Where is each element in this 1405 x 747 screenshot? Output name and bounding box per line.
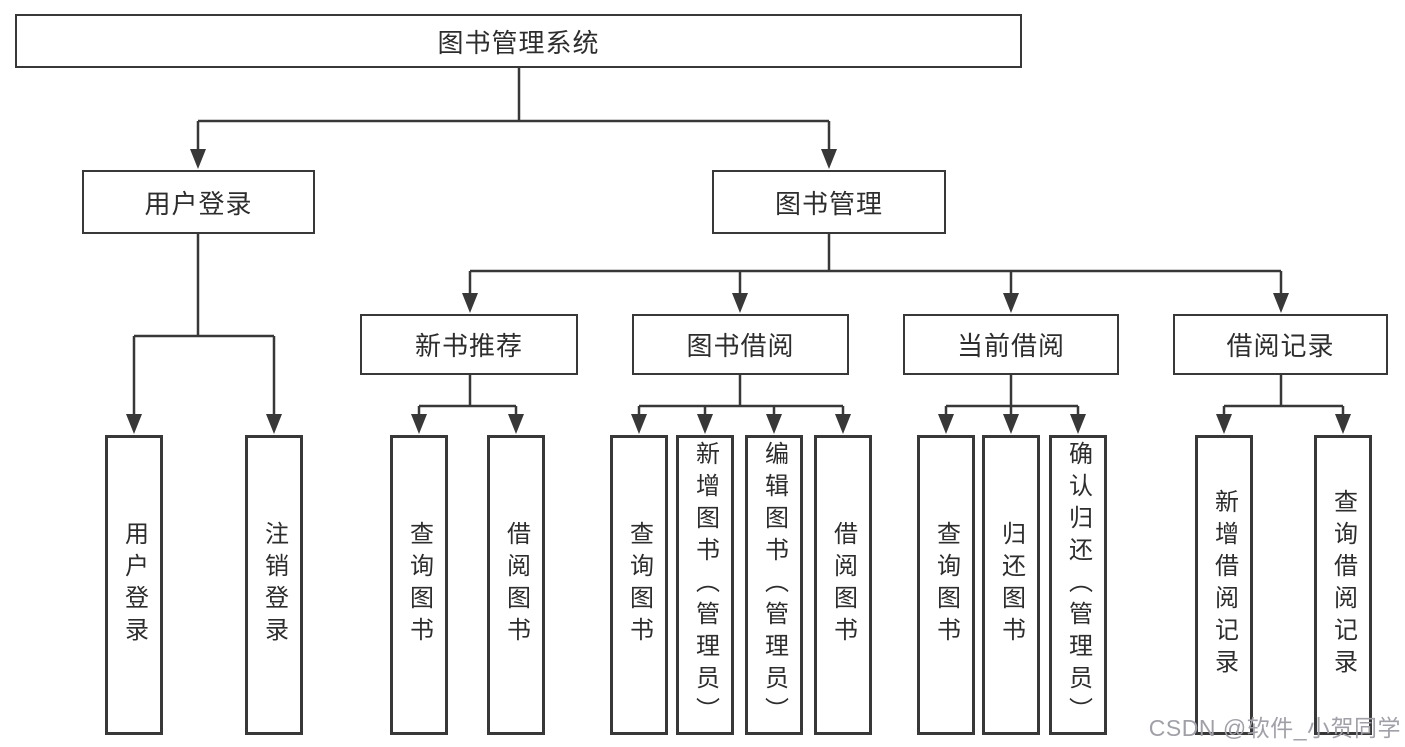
edge-lines	[196, 68, 831, 151]
node-label: 图书借阅	[686, 331, 795, 361]
node-label: 当前借阅	[956, 331, 1065, 361]
arrowhead	[1273, 293, 1289, 313]
arrowhead	[126, 414, 142, 434]
arrowhead	[1070, 414, 1086, 434]
node-label: 新增图书（管理员）	[691, 441, 719, 729]
node-label: 查询图书	[932, 521, 960, 649]
watermark: CSDN @软件_小贺同学	[1148, 715, 1401, 741]
arrowhead	[1216, 414, 1232, 434]
edge-lines	[944, 375, 1080, 416]
node-label: 图书管理系统	[437, 27, 600, 58]
leaf-add-borrow-record: 新增借阅记录	[1195, 435, 1253, 735]
arrowhead	[1335, 414, 1351, 434]
node-new-book-recommend: 新书推荐	[360, 314, 578, 375]
leaf-query-borrow-record: 查询借阅记录	[1314, 435, 1372, 735]
arrowhead	[631, 414, 647, 434]
leaf-logout: 注销登录	[245, 435, 303, 735]
edges-current-borrow	[938, 375, 1086, 434]
node-label: 图书管理	[774, 188, 883, 219]
leaf-query-books-borrow: 查询图书	[610, 435, 668, 735]
arrowhead	[462, 293, 478, 313]
arrowhead	[266, 414, 282, 434]
leaf-borrow-books-recommend: 借阅图书	[487, 435, 545, 735]
arrowhead	[1003, 414, 1019, 434]
arrowhead	[190, 149, 206, 169]
leaf-edit-book-admin: 编辑图书（管理员）	[745, 435, 803, 735]
node-current-borrow: 当前借阅	[903, 314, 1119, 375]
node-label: 查询借阅记录	[1329, 489, 1357, 681]
edge-lines	[468, 234, 1283, 295]
node-label: 编辑图书（管理员）	[760, 441, 788, 729]
node-borrow-records: 借阅记录	[1173, 314, 1388, 375]
arrowhead	[732, 293, 748, 313]
leaf-borrow-books: 借阅图书	[814, 435, 872, 735]
edge-lines	[1222, 375, 1345, 416]
node-label: 确认归还（管理员）	[1064, 441, 1092, 729]
leaf-add-book-admin: 新增图书（管理员）	[676, 435, 734, 735]
leaf-user-login: 用户登录	[105, 435, 163, 735]
node-label: 注销登录	[260, 521, 288, 649]
edges-borrow-records	[1216, 375, 1351, 434]
edge-lines	[637, 375, 845, 416]
leaf-query-books-recommend: 查询图书	[390, 435, 448, 735]
edge-lines	[132, 234, 276, 416]
leaf-query-books-current: 查询图书	[917, 435, 975, 735]
node-label: 查询图书	[625, 521, 653, 649]
edges-book-borrow	[631, 375, 851, 434]
leaf-return-book: 归还图书	[982, 435, 1040, 735]
node-root: 图书管理系统	[15, 14, 1022, 68]
edge-lines	[417, 375, 518, 416]
node-user-login: 用户登录	[82, 170, 315, 234]
arrowhead	[821, 149, 837, 169]
arrowhead	[508, 414, 524, 434]
node-label: 新增借阅记录	[1210, 489, 1238, 681]
arrowhead	[697, 414, 713, 434]
arrowhead	[766, 414, 782, 434]
node-label: 查询图书	[405, 521, 433, 649]
leaf-confirm-return-admin: 确认归还（管理员）	[1049, 435, 1107, 735]
node-label: 借阅记录	[1226, 331, 1335, 361]
node-label: 借阅图书	[829, 521, 857, 649]
arrowhead	[835, 414, 851, 434]
node-label: 新书推荐	[414, 331, 523, 361]
node-label: 用户登录	[144, 188, 253, 219]
node-label: 借阅图书	[502, 521, 530, 649]
arrowhead	[1003, 293, 1019, 313]
node-book-management: 图书管理	[712, 170, 946, 234]
node-label: 归还图书	[997, 521, 1025, 649]
arrowhead	[938, 414, 954, 434]
edges-new-book-recommend	[411, 375, 524, 434]
node-book-borrow: 图书借阅	[632, 314, 849, 375]
edges-root	[190, 68, 837, 169]
node-label: 用户登录	[120, 521, 148, 649]
edges-user-login	[126, 234, 282, 434]
arrowhead	[411, 414, 427, 434]
edges-book-management	[462, 234, 1289, 313]
